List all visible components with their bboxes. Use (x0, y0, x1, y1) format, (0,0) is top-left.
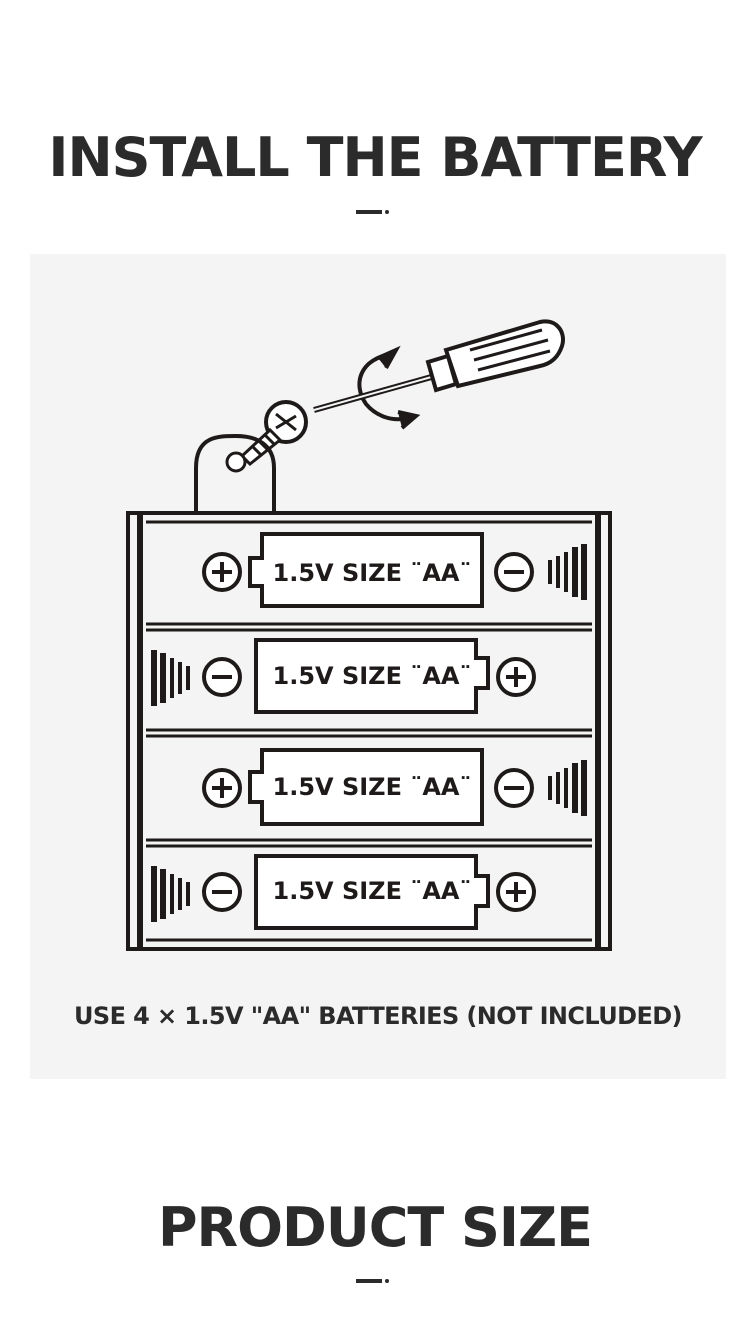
battery-label: 1.5V SIZE ¨AA¨ (273, 877, 472, 905)
section-title-product-size: PRODUCT SIZE (157, 1196, 593, 1259)
plus-terminal-icon (496, 657, 536, 697)
plus-terminal-icon (496, 872, 536, 912)
battery-row-3: 1.5V SIZE ¨AA¨ (202, 748, 587, 826)
battery-row-2: 1.5V SIZE ¨AA¨ (151, 638, 536, 714)
battery-row-1: 1.5V SIZE ¨AA¨ (202, 532, 587, 608)
rotate-arrow-icon (357, 345, 421, 430)
screwdriver-icon (313, 319, 565, 413)
battery-caption: USE 4 × 1.5V "AA" BATTERIES (NOT INCLUDE… (74, 1002, 682, 1030)
section-title-install: INSTALL THE BATTERY (48, 126, 702, 189)
spring-icon (548, 544, 587, 600)
plus-terminal-icon (202, 768, 242, 808)
spring-icon (151, 866, 190, 922)
plus-terminal-icon (202, 552, 242, 592)
minus-terminal-icon (494, 768, 534, 808)
minus-terminal-icon (494, 552, 534, 592)
battery-label: 1.5V SIZE ¨AA¨ (273, 559, 472, 587)
battery-diagram: 1.5V SIZE ¨AA¨ 1.5V SIZE ¨AA¨ 1.5V SIZE … (126, 319, 612, 951)
battery-label: 1.5V SIZE ¨AA¨ (273, 773, 472, 801)
battery-row-4: 1.5V SIZE ¨AA¨ (151, 854, 536, 930)
spring-icon (548, 760, 587, 816)
minus-terminal-icon (202, 872, 242, 912)
minus-terminal-icon (202, 657, 242, 697)
battery-label: 1.5V SIZE ¨AA¨ (273, 662, 472, 690)
battery-diagram-panel: 1.5V SIZE ¨AA¨ 1.5V SIZE ¨AA¨ 1.5V SIZE … (30, 254, 726, 1079)
cover-tab (194, 433, 276, 512)
spring-icon (151, 650, 190, 706)
